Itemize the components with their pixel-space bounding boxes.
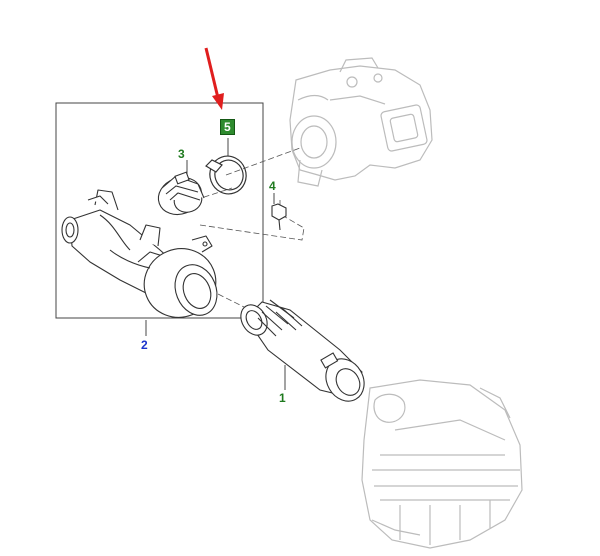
intake-hose [240,299,365,402]
callout-leaders [145,138,286,390]
airbox-ghost [361,379,523,549]
callout-part-2: 2 [141,338,148,352]
callout-part-4: 4 [269,179,276,193]
intake-pipe-assembly [61,189,218,318]
hose-clamp [205,155,247,195]
turbocharger-ghost [289,57,433,187]
callout-part-3: 3 [178,147,185,161]
pointer-arrow [204,47,224,110]
leader-lines [194,147,305,311]
bolt [271,203,287,231]
coupling-hose [157,171,205,216]
callout-part-5-highlighted: 5 [220,119,235,135]
callout-part-1: 1 [279,391,286,405]
